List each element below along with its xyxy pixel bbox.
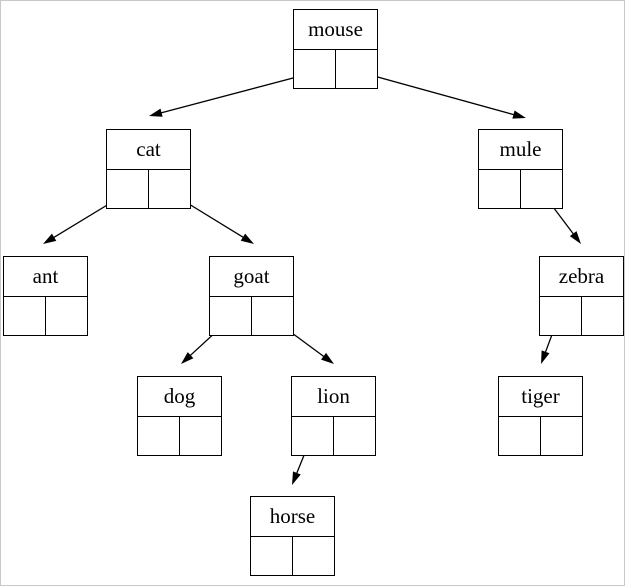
node-pointers-mouse [294,50,377,88]
tree-node-dog[interactable]: dog [137,376,222,456]
tree-node-horse[interactable]: horse [250,496,335,576]
node-label-zebra: zebra [540,257,623,297]
right-pointer-cell-mouse[interactable] [336,50,378,88]
right-pointer-cell-horse[interactable] [293,537,335,575]
tree-node-goat[interactable]: goat [209,256,294,336]
left-pointer-cell-zebra[interactable] [540,297,582,335]
node-label-ant: ant [4,257,87,297]
node-label-tiger: tiger [499,377,582,417]
node-pointers-zebra [540,297,623,335]
tree-node-mouse[interactable]: mouse [293,9,378,89]
right-pointer-cell-tiger[interactable] [541,417,583,455]
node-label-horse: horse [251,497,334,537]
node-pointers-tiger [499,417,582,455]
left-pointer-cell-dog[interactable] [138,417,180,455]
tree-node-zebra[interactable]: zebra [539,256,624,336]
node-pointers-lion [292,417,375,455]
right-pointer-cell-lion[interactable] [334,417,376,455]
tree-node-ant[interactable]: ant [3,256,88,336]
node-label-mouse: mouse [294,10,377,50]
tree-node-lion[interactable]: lion [291,376,376,456]
left-pointer-cell-cat[interactable] [107,170,149,208]
right-pointer-cell-dog[interactable] [180,417,222,455]
left-pointer-cell-lion[interactable] [292,417,334,455]
left-pointer-cell-mule[interactable] [479,170,521,208]
right-pointer-cell-mule[interactable] [521,170,563,208]
node-pointers-goat [210,297,293,335]
right-pointer-cell-cat[interactable] [149,170,191,208]
node-pointers-horse [251,537,334,575]
left-pointer-cell-tiger[interactable] [499,417,541,455]
node-pointers-ant [4,297,87,335]
node-label-goat: goat [210,257,293,297]
right-pointer-cell-goat[interactable] [252,297,294,335]
right-pointer-cell-ant[interactable] [46,297,88,335]
edge-mouse-right-mule [355,70,526,119]
node-label-mule: mule [479,130,562,170]
left-pointer-cell-mouse[interactable] [294,50,336,88]
node-pointers-mule [479,170,562,208]
node-label-dog: dog [138,377,221,417]
left-pointer-cell-horse[interactable] [251,537,293,575]
node-pointers-cat [107,170,190,208]
node-label-cat: cat [107,130,190,170]
node-label-lion: lion [292,377,375,417]
node-pointers-dog [138,417,221,455]
tree-node-cat[interactable]: cat [106,129,191,209]
left-pointer-cell-goat[interactable] [210,297,252,335]
tree-node-tiger[interactable]: tiger [498,376,583,456]
right-pointer-cell-zebra[interactable] [582,297,624,335]
left-pointer-cell-ant[interactable] [4,297,46,335]
tree-node-mule[interactable]: mule [478,129,563,209]
edge-mouse-left-cat [149,72,313,117]
